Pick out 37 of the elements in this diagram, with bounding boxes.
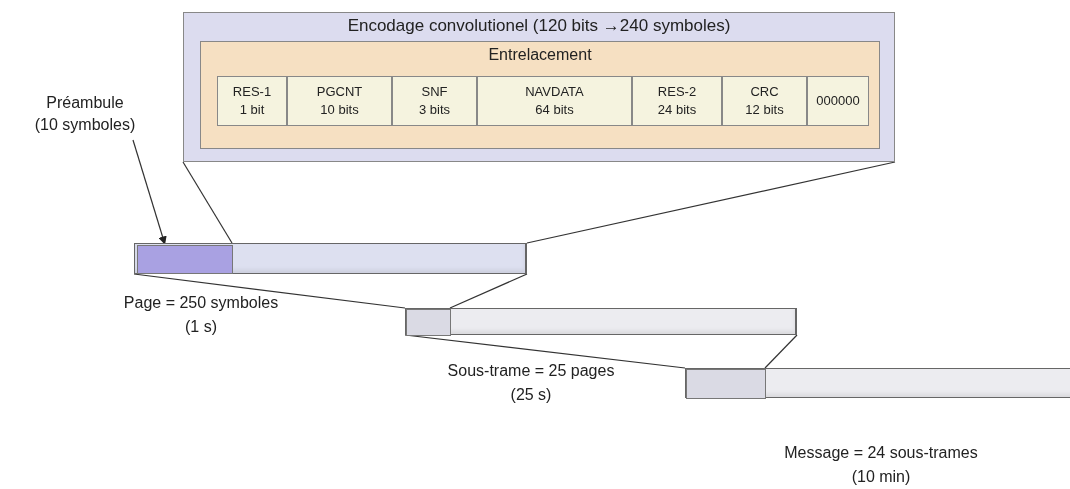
segment-highlight: [686, 369, 766, 399]
field-name: RES-2: [657, 83, 697, 101]
field-cell: [477, 76, 632, 126]
bit-count: 10 bits: [320, 101, 359, 119]
zoom-line: [526, 161, 896, 244]
encoding-frame: [183, 12, 895, 162]
zoom-line: [449, 273, 528, 309]
field-cell: [722, 76, 807, 126]
bit-count: 12 bits: [745, 101, 784, 119]
bit-count: 1 bit: [239, 101, 265, 119]
callout-label: Préambule (10 symboles): [5, 92, 165, 140]
interleaving-frame: [200, 41, 880, 149]
frame-heading: Encodage convolutionel (120 bits →240 symboles): [346, 16, 732, 36]
field-cell: [287, 76, 392, 126]
field-cell: [217, 76, 287, 126]
caption-text: Sous-trame = 25 pages (25 s): [446, 361, 616, 405]
zoom-line: [182, 161, 233, 244]
field-name: RES-1: [232, 83, 272, 101]
field-cell: [632, 76, 722, 126]
field-name: SNF: [421, 83, 448, 101]
field-name: CRC: [750, 83, 779, 101]
zoom-line: [764, 334, 798, 369]
bit-count: 000000: [816, 92, 860, 110]
segment-highlight: [406, 309, 451, 336]
field-name: PGCNT: [316, 83, 363, 101]
field-cell: [807, 76, 869, 126]
bit-count: 24 bits: [657, 101, 697, 119]
caption-text: Page = 250 symboles (1 s): [122, 293, 280, 337]
field-name: NAVDATA: [525, 83, 584, 101]
field-cell: [392, 76, 477, 126]
section-heading: Entrelacement: [487, 46, 593, 64]
arrow: [132, 139, 167, 245]
bit-count: 3 bits: [418, 101, 451, 119]
caption-text: Message = 24 sous-trames (10 min): [783, 443, 979, 487]
zoom-line: [133, 273, 406, 309]
preamble-segment: [137, 245, 233, 274]
bit-count: 64 bits: [535, 101, 574, 119]
